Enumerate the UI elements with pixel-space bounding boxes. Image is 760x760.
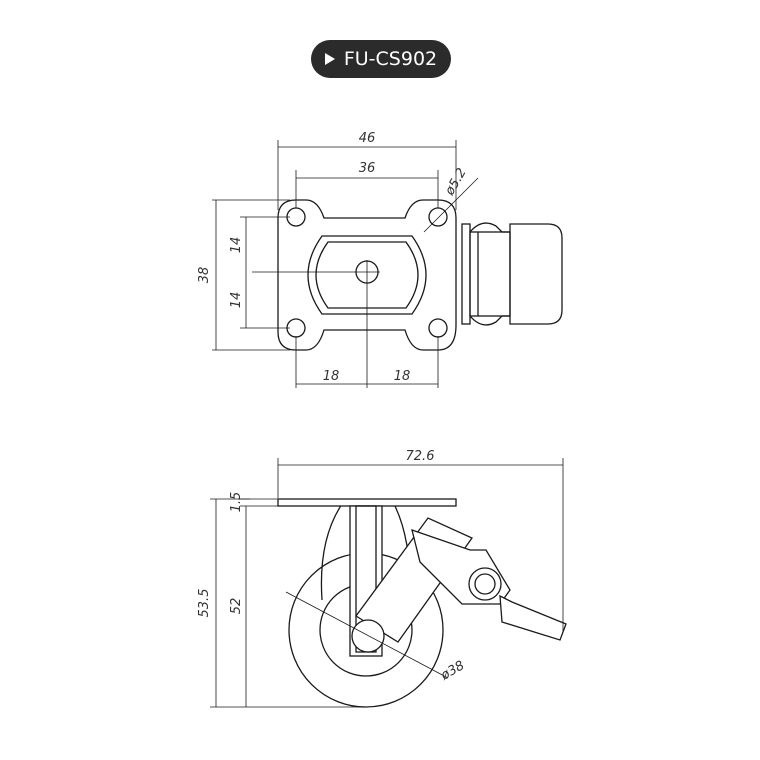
dim-offset-upper: 14: [229, 237, 244, 254]
swivel-housing: [307, 235, 427, 315]
side-top-plate: [277, 498, 457, 507]
dim-height-inner: 52: [229, 598, 244, 615]
dim-offset-lower: 14: [229, 292, 244, 309]
dim-plate-thickness: 1.5: [229, 492, 244, 513]
brake-pedal: [509, 223, 563, 325]
top-view: [252, 199, 563, 388]
brake-bracket: [461, 223, 471, 325]
dim-length-total: 72.6: [406, 449, 435, 464]
model-label: FU-CS902: [343, 48, 438, 70]
dim-hole-diameter: ø5.2: [442, 166, 470, 199]
brake-frame: [469, 231, 511, 317]
top-plate-outline: [277, 199, 457, 351]
dim-wheel-diameter: ø38: [438, 658, 468, 684]
dim-height-total-side: 53.5: [197, 589, 212, 618]
dim-width-holes: 36: [359, 161, 376, 176]
side-view: [277, 498, 567, 708]
brake-pivot: [468, 567, 502, 601]
dim-half-left: 18: [323, 369, 340, 384]
model-badge: FU-CS902: [311, 40, 451, 78]
dim-height-total: 38: [197, 267, 212, 284]
mount-hole-br: [428, 318, 448, 338]
axle: [351, 619, 385, 653]
brake-pedal-side: [499, 594, 567, 641]
mount-hole-tr: [428, 207, 448, 227]
dim-half-right: 18: [394, 369, 411, 384]
play-icon: [324, 53, 335, 65]
dim-width-outer: 46: [359, 131, 376, 146]
